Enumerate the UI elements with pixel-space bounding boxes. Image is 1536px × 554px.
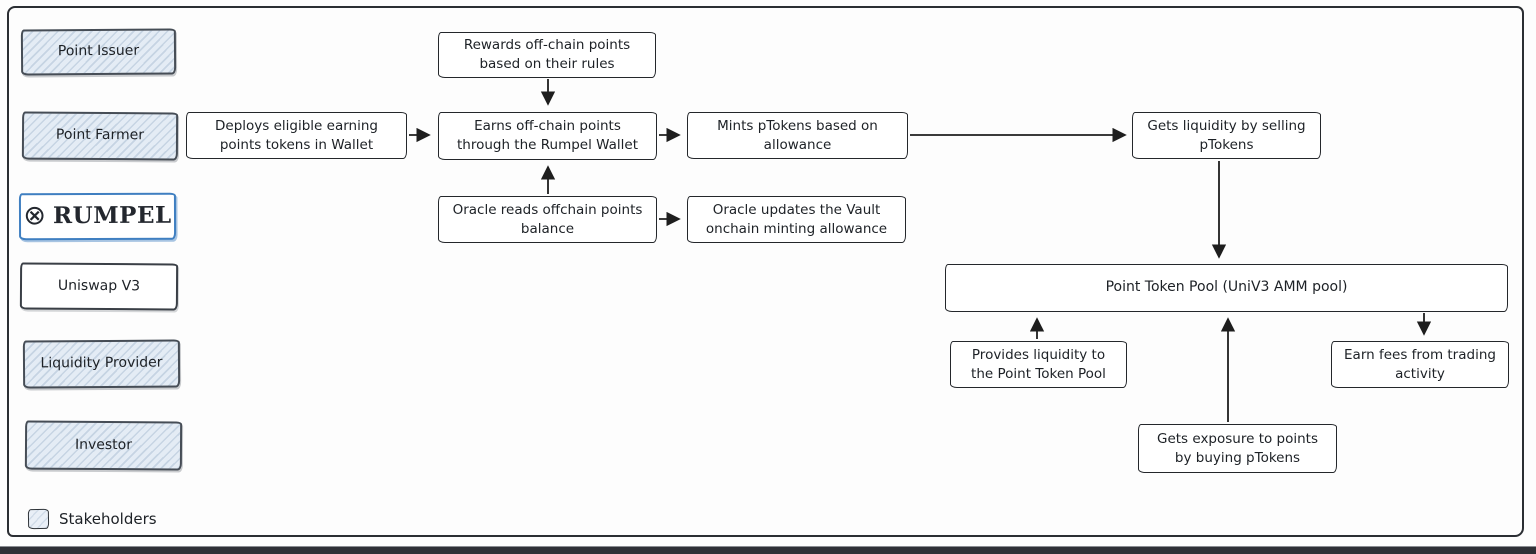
node-point-issuer-label: Point Issuer (57, 42, 140, 60)
legend-stakeholder-swatch (27, 508, 50, 530)
node-rewards-offchain-points: Rewards off-chain points based on their … (438, 32, 656, 78)
node-oracle-updates: Oracle updates the Vault onchain minting… (687, 196, 906, 243)
diagram-outer-frame (7, 6, 1524, 537)
node-deploys-tokens: Deploys eligible earning points tokens i… (186, 112, 407, 159)
node-mints-ptokens: Mints pTokens based on allowance (687, 112, 908, 159)
window-bottom-edge (0, 546, 1536, 554)
legend-stakeholders-label: Stakeholders (59, 510, 157, 528)
node-earns-offchain-points: Earns off-chain points through the Rumpe… (438, 112, 657, 160)
node-investor: Investor (24, 420, 183, 471)
node-pool-label: Point Token Pool (UniV3 AMM pool) (1105, 279, 1348, 296)
rumpel-logo-text: RUMPEL (52, 202, 172, 230)
node-rewards-label: Rewards off-chain points based on their … (463, 37, 631, 72)
node-uniswap-v3: Uniswap V3 (19, 262, 179, 311)
node-oracle-reads-label: Oracle reads offchain points balance (452, 201, 643, 237)
node-rumpel-logo: ⊗ RUMPEL (18, 192, 177, 241)
node-provides-liquidity-label: Provides liquidity to the Point Token Po… (971, 346, 1106, 382)
node-point-token-pool: Point Token Pool (UniV3 AMM pool) (945, 264, 1508, 312)
node-gets-liquidity: Gets liquidity by selling pTokens (1132, 112, 1321, 159)
node-earns-label: Earns off-chain points through the Rumpe… (456, 118, 639, 153)
node-point-issuer: Point Issuer (20, 28, 177, 76)
node-liquidity-provider: Liquidity Provider (22, 339, 181, 389)
node-gets-exposure: Gets exposure to points by buying pToken… (1138, 424, 1337, 473)
node-earn-fees-label: Earn fees from trading activity (1344, 346, 1496, 382)
node-oracle-reads: Oracle reads offchain points balance (438, 196, 657, 243)
node-deploys-label: Deploys eligible earning points tokens i… (215, 117, 378, 153)
node-gets-exposure-label: Gets exposure to points by buying pToken… (1156, 430, 1319, 466)
node-gets-liquidity-label: Gets liquidity by selling pTokens (1147, 117, 1306, 153)
node-investor-label: Investor (74, 436, 133, 453)
rumpel-circle-x-icon: ⊗ (23, 200, 47, 232)
node-mints-label: Mints pTokens based on allowance (717, 117, 878, 153)
node-provides-liquidity: Provides liquidity to the Point Token Po… (950, 341, 1127, 388)
node-point-farmer: Point Farmer (21, 111, 179, 161)
node-uniswap-v3-label: Uniswap V3 (57, 277, 141, 294)
node-earn-fees: Earn fees from trading activity (1331, 341, 1509, 388)
node-oracle-updates-label: Oracle updates the Vault onchain minting… (705, 201, 888, 237)
node-liquidity-provider-label: Liquidity Provider (40, 354, 163, 372)
node-point-farmer-label: Point Farmer (55, 126, 145, 144)
